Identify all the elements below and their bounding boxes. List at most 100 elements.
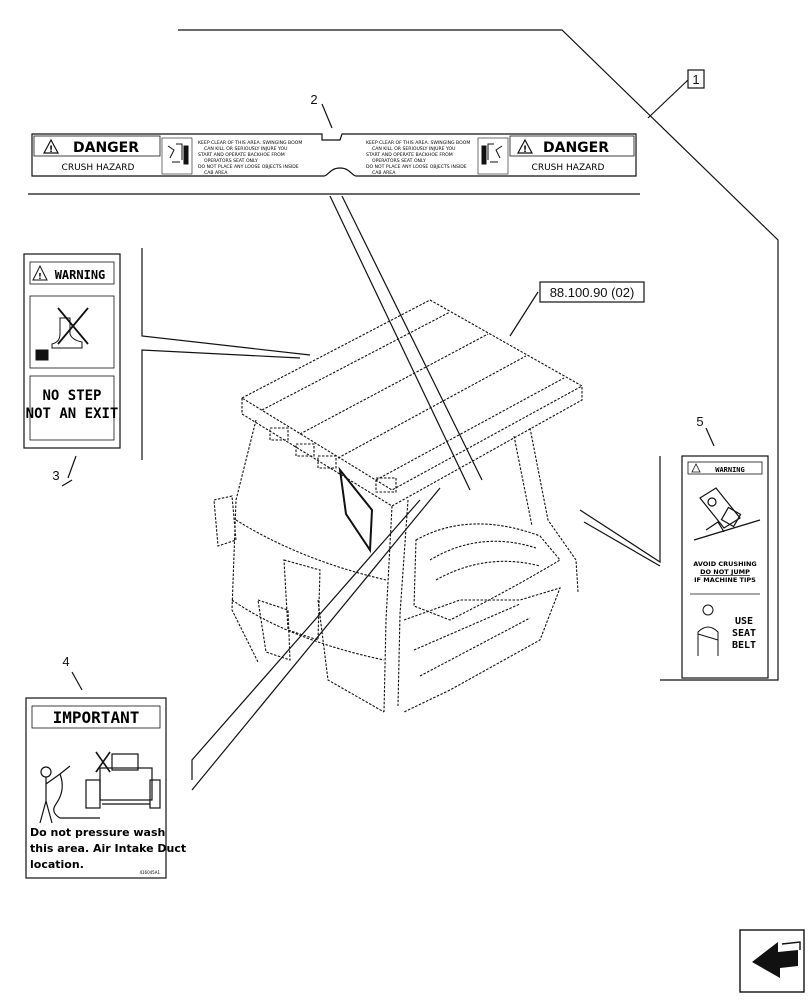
nav-arrow-outline	[781, 941, 801, 950]
tips-line3: IF MACHINE TIPS	[694, 576, 756, 584]
tips-belt-line2: SEAT	[732, 628, 756, 639]
danger-line3-left: START AND OPERATE BACKHOE FROM	[198, 152, 285, 158]
tips-triangle-icon	[691, 463, 701, 473]
item1-box	[687, 69, 705, 89]
danger-line1-left: KEEP CLEAR OF THIS AREA. SWINGING BOOM	[198, 140, 302, 146]
crush-hazard-icon-left	[167, 143, 189, 165]
no-step-triangle-icon	[32, 264, 48, 281]
rear-body-lower	[231, 599, 385, 661]
crush-hazard-icon-right	[481, 143, 503, 165]
tips-header	[687, 461, 763, 475]
danger-line2-left: CAN KILL OR SERIOUSLY INJURE YOU	[204, 146, 288, 152]
danger-line6-right: CAB AREA	[372, 170, 396, 176]
floor-detail	[413, 603, 531, 677]
item5-leader-b	[583, 521, 661, 567]
danger-signal-left: DANGER	[73, 140, 139, 156]
tips-line1: AVOID CRUSHING	[693, 560, 756, 568]
reference-box	[539, 281, 645, 303]
no-step-line2: NOT AN EXIT	[26, 406, 119, 422]
no-step-header	[29, 261, 115, 285]
cab-roof-edge	[241, 386, 583, 507]
decal-warning-tips: WARNING AVOID CRUSHING DO NOT JUMP IF MA…	[681, 455, 769, 679]
rear-step	[257, 599, 291, 661]
no-step-line1: NO STEP	[42, 388, 101, 404]
important-signal: IMPORTANT	[53, 708, 140, 727]
tips-outline	[681, 455, 769, 679]
danger-line6-left: CAB AREA	[204, 170, 228, 176]
roof-light-4	[375, 477, 397, 493]
danger-triangle-icon-left	[42, 138, 60, 154]
item3-leader-a	[141, 248, 311, 356]
nav-arrow-shape	[752, 942, 798, 978]
item3-tick	[61, 479, 73, 487]
item5-label: 5	[696, 414, 703, 429]
roof-ribs	[261, 311, 565, 481]
item2-pointer-a	[329, 195, 471, 491]
arrow-left-icon[interactable]	[739, 929, 805, 993]
item1-bracket-line	[178, 29, 779, 681]
tips-belt-line1: USE	[735, 616, 753, 627]
danger-line4-right: OPERATORS SEAT ONLY	[372, 158, 426, 164]
danger-line1-right: KEEP CLEAR OF THIS AREA. SWINGING BOOM	[366, 140, 470, 146]
seat-belt-icon	[697, 604, 719, 656]
tipping-machine-icon	[693, 487, 761, 541]
item4-pointer-a	[191, 499, 421, 780]
roof-light-1	[269, 427, 289, 441]
danger-hazard-right: CRUSH HAZARD	[532, 163, 605, 173]
floor-plate	[403, 587, 561, 713]
item5-leader-a	[579, 456, 661, 564]
danger-line2-right: CAN KILL OR SERIOUSLY INJURE YOU	[372, 146, 456, 152]
cab-illustration	[213, 299, 584, 713]
tips-line2: DO NOT JUMP	[700, 568, 750, 576]
danger-header-right	[509, 135, 635, 157]
danger-text-right: KEEP CLEAR OF THIS AREA. SWINGING BOOM C…	[366, 140, 470, 176]
danger-line5-right: DO NOT PLACE ANY LOOSE OBJECTS INSIDE	[366, 164, 467, 170]
decal-no-step: ! WARNING NO STEP NOT AN EXIT	[23, 253, 121, 449]
item1-leader	[647, 79, 689, 119]
reference-label: 88.100.90 (02)	[550, 285, 635, 300]
front-left-pillar	[383, 505, 393, 713]
item2-pointer-b	[341, 195, 483, 481]
item5-number-leader	[705, 427, 715, 447]
roof-light-3	[317, 455, 337, 469]
danger-hazard-left: CRUSH HAZARD	[62, 163, 135, 173]
danger-line5-left: DO NOT PLACE ANY LOOSE OBJECTS INSIDE	[198, 164, 299, 170]
tips-signal: WARNING	[715, 466, 745, 474]
important-line1: Do not pressure wash	[30, 826, 165, 839]
no-step-message-frame	[29, 375, 115, 441]
no-step-exclaim: !	[38, 272, 42, 281]
pressure-wash-pictogram	[39, 751, 161, 824]
important-line2: this area. Air Intake Duct	[30, 842, 186, 855]
callouts: 1 2 3 4 5 88.100.90 (02)	[52, 69, 705, 669]
danger-text-left: KEEP CLEAR OF THIS AREA. SWINGING BOOM C…	[198, 140, 302, 176]
item3-leader-b	[141, 349, 301, 460]
danger-exclaim-right: !	[523, 145, 527, 155]
front-right-pillar-inner	[513, 435, 533, 527]
dashboard-detail	[429, 540, 541, 581]
item3-number-leader	[67, 455, 77, 479]
dashboard	[413, 523, 561, 621]
front-right-pillar	[529, 427, 579, 593]
tips-belt-line3: BELT	[732, 640, 756, 651]
important-line3: location.	[30, 858, 84, 871]
rear-panel	[283, 559, 321, 641]
corner-decal-mark	[338, 466, 374, 554]
decal-danger-strip: ! DANGER CRUSH HAZARD KEEP CLEAR OF THIS…	[31, 133, 637, 177]
no-step-signal: WARNING	[55, 268, 106, 282]
danger-line4-left: OPERATORS SEAT ONLY	[204, 158, 258, 164]
side-lower	[317, 599, 385, 713]
important-part-code: 416045A1	[139, 870, 160, 875]
item4-number-leader	[71, 671, 83, 691]
reference-leader	[509, 291, 539, 337]
roof-light-2	[295, 443, 315, 457]
danger-signal-right: DANGER	[543, 140, 609, 156]
item1-label: 1	[692, 72, 699, 87]
important-header	[31, 705, 161, 729]
no-step-boot-icon	[35, 307, 89, 361]
item2-label: 2	[310, 92, 317, 107]
item2-leader	[321, 103, 333, 129]
danger-triangle-icon-right	[516, 138, 534, 154]
decal-important: IMPORTANT Do not pressure wash this area…	[25, 697, 186, 879]
item3-label: 3	[52, 468, 59, 483]
